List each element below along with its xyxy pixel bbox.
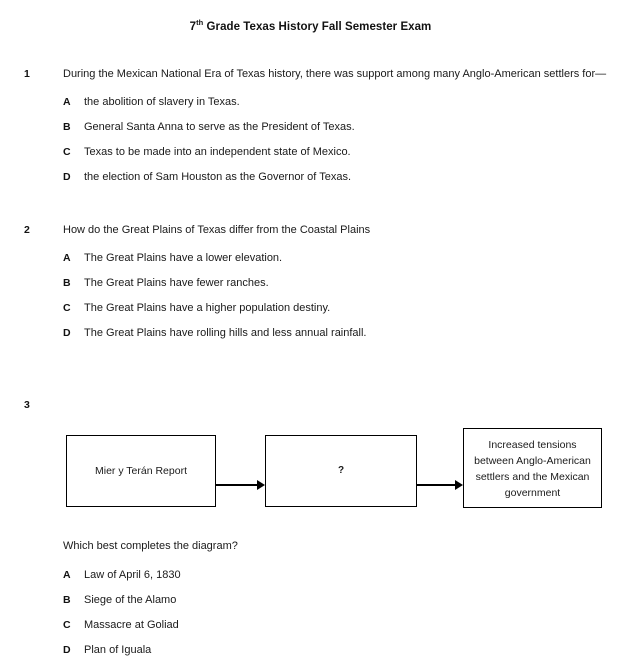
title-superscript: th: [196, 18, 204, 28]
option-1c[interactable]: C Texas to be made into an independent s…: [0, 146, 621, 171]
question-2: 2 How do the Great Plains of Texas diffe…: [0, 224, 621, 339]
flow-box-effect-line-3: settlers and the Mexican: [475, 471, 590, 483]
question-1-header: 1 During the Mexican National Era of Tex…: [0, 68, 621, 85]
option-1d-text: the election of Sam Houston as the Gover…: [84, 171, 352, 183]
option-3b-letter: B: [63, 594, 71, 606]
question-3-number: 3: [24, 399, 30, 411]
option-2a-letter: A: [63, 252, 71, 264]
question-3-prompt: Which best completes the diagram?: [63, 540, 238, 552]
option-1c-letter: C: [63, 146, 71, 158]
question-3: 3: [0, 399, 621, 416]
option-3d[interactable]: D Plan of Iguala: [0, 644, 621, 669]
option-1d[interactable]: D the election of Sam Houston as the Gov…: [0, 171, 621, 196]
question-1-options: A the abolition of slavery in Texas. B G…: [0, 96, 621, 196]
option-3c[interactable]: C Massacre at Goliad: [0, 619, 621, 644]
option-1c-text: Texas to be made into an independent sta…: [84, 146, 351, 158]
arrow-shaft: [216, 484, 258, 487]
question-2-number: 2: [24, 224, 30, 236]
flow-box-effect: Increased tensions between Anglo-America…: [463, 428, 602, 508]
option-2a[interactable]: A The Great Plains have a lower elevatio…: [0, 252, 621, 277]
flow-box-missing: ?: [265, 435, 417, 507]
option-2c-text: The Great Plains have a higher populatio…: [84, 302, 331, 314]
option-3c-letter: C: [63, 619, 71, 631]
flow-box-effect-line-4: government: [504, 487, 561, 499]
arrow-right-icon-2: [417, 480, 463, 490]
flow-box-effect-line-2: between Anglo-American: [474, 455, 591, 467]
option-3b[interactable]: B Siege of the Alamo: [0, 594, 621, 619]
option-2b-text: The Great Plains have fewer ranches.: [84, 277, 269, 289]
question-2-header: 2 How do the Great Plains of Texas diffe…: [0, 224, 621, 241]
option-1d-letter: D: [63, 171, 71, 183]
option-2c-letter: C: [63, 302, 71, 314]
question-3-options: A Law of April 6, 1830 B Siege of the Al…: [0, 569, 621, 669]
arrow-head: [455, 480, 463, 490]
option-3c-text: Massacre at Goliad: [84, 619, 179, 631]
option-1b-text: General Santa Anna to serve as the Presi…: [84, 121, 355, 133]
question-1-number: 1: [24, 68, 30, 80]
option-1b[interactable]: B General Santa Anna to serve as the Pre…: [0, 121, 621, 146]
option-1a[interactable]: A the abolition of slavery in Texas.: [0, 96, 621, 121]
question-3-header: 3: [0, 399, 621, 416]
option-2b-letter: B: [63, 277, 71, 289]
option-3a[interactable]: A Law of April 6, 1830: [0, 569, 621, 594]
page-title: 7th Grade Texas History Fall Semester Ex…: [0, 18, 621, 33]
option-1a-letter: A: [63, 96, 71, 108]
option-2d-text: The Great Plains have rolling hills and …: [84, 327, 367, 339]
flow-box-effect-lines: Increased tensions between Anglo-America…: [468, 437, 597, 501]
question-1: 1 During the Mexican National Era of Tex…: [0, 68, 621, 183]
option-2a-text: The Great Plains have a lower elevation.: [84, 252, 283, 264]
title-prefix: 7: [189, 21, 197, 33]
title-rest: Grade Texas History Fall Semester Exam: [203, 21, 432, 33]
question-1-stem: During the Mexican National Era of Texas…: [63, 68, 607, 80]
option-1a-text: the abolition of slavery in Texas.: [84, 96, 240, 108]
option-3d-text: Plan of Iguala: [84, 644, 152, 656]
option-2b[interactable]: B The Great Plains have fewer ranches.: [0, 277, 621, 302]
option-3a-letter: A: [63, 569, 71, 581]
question-2-options: A The Great Plains have a lower elevatio…: [0, 252, 621, 352]
option-2d[interactable]: D The Great Plains have rolling hills an…: [0, 327, 621, 352]
flow-diagram: Mier y Terán Report ? Increased tensions…: [0, 428, 621, 510]
arrow-right-icon-1: [216, 480, 265, 490]
question-2-stem: How do the Great Plains of Texas differ …: [63, 224, 371, 236]
option-1b-letter: B: [63, 121, 71, 133]
option-3b-text: Siege of the Alamo: [84, 594, 177, 606]
option-2c[interactable]: C The Great Plains have a higher populat…: [0, 302, 621, 327]
option-3d-letter: D: [63, 644, 71, 656]
flow-box-cause: Mier y Terán Report: [66, 435, 216, 507]
flow-box-effect-line-1: Increased tensions: [488, 439, 577, 451]
arrow-shaft: [417, 484, 456, 487]
option-3a-text: Law of April 6, 1830: [84, 569, 181, 581]
arrow-head: [257, 480, 265, 490]
option-2d-letter: D: [63, 327, 71, 339]
